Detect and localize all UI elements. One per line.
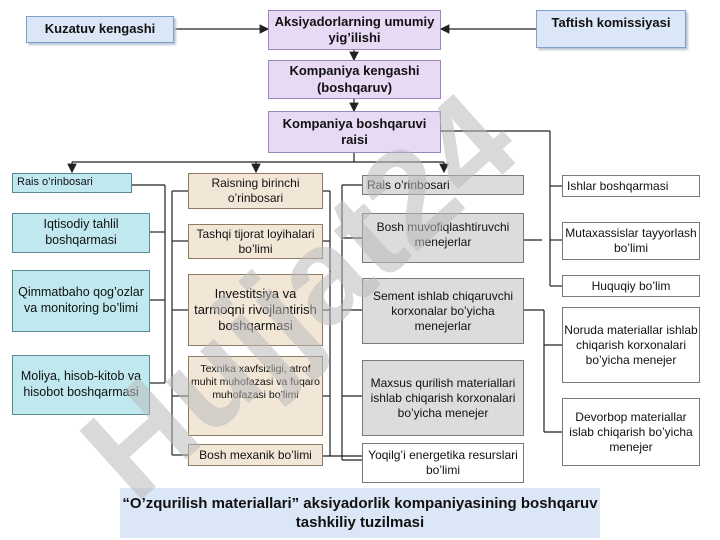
boshqaruv-raisi-box: Kompaniya boshqaruvi raisi (268, 111, 441, 153)
bosh-mexanik-label: Bosh mexanik bo’limi (199, 447, 312, 462)
noruda-menejer-box: Noruda materiallar ishlab chiqarish korx… (562, 307, 700, 383)
noruda-menejer-label: Noruda materiallar ishlab chiqarish korx… (564, 322, 698, 367)
rais-orinbosari-left-box: Rais o’rinbosari (12, 173, 132, 193)
sement-menejerlar-box: Sement ishlab chiqaruvchi korxonalar bo’… (362, 278, 524, 344)
mutaxassislar-box: Mutaxassislar tayyorlash bo’limi (562, 222, 700, 260)
maxsus-qurilish-label: Maxsus qurilish materiallari ishlab chiq… (370, 375, 516, 420)
aksiyadorlar-yigilishi-label: Aksiyadorlarning umumiy yig’ilishi (274, 13, 435, 45)
maxsus-qurilish-box: Maxsus qurilish materiallari ishlab chiq… (362, 360, 524, 436)
bosh-muvofiqlashtiruvchi-label: Bosh muvofiqlashtiruvchi menejerlar (376, 220, 510, 249)
bosh-mexanik-box: Bosh mexanik bo’limi (188, 444, 323, 466)
kuzatuv-kengashi-label: Kuzatuv kengashi (44, 21, 156, 37)
huquqiy-bolim-box: Huquqiy bo’lim (562, 275, 700, 297)
qimmatbaho-qogozlar-label: Qimmatbaho qog’ozlar va monitoring bo’li… (18, 285, 144, 315)
diagram-caption: “O’zqurilish materiallari” aksiyadorlik … (120, 488, 600, 538)
texnika-xavfsizligi-box: Texnika xavfsizligi, atrof muhit muhofaz… (188, 356, 323, 436)
kompaniya-kengashi-label: Kompaniya kengashi (boshqaruv) (289, 63, 420, 95)
rais-orinbosari-left-label: Rais o’rinbosari (17, 176, 93, 189)
qimmatbaho-qogozlar-box: Qimmatbaho qog’ozlar va monitoring bo’li… (12, 270, 150, 332)
devorbop-menejer-label: Devorbop materiallar islab chiqarish bo’… (569, 409, 693, 454)
investitsiya-box: Investitsiya va tarmoqni rivojlantirish … (188, 274, 323, 346)
tashqi-tijorat-box: Tashqi tijorat loyihalari bo’limi (188, 224, 323, 259)
boshqaruv-raisi-label: Kompaniya boshqaruvi raisi (282, 115, 427, 147)
iqtisodiy-tahlil-box: Iqtisodiy tahlil boshqarmasi (12, 213, 150, 253)
tashqi-tijorat-label: Tashqi tijorat loyihalari bo’limi (196, 226, 315, 256)
kompaniya-kengashi-box: Kompaniya kengashi (boshqaruv) (268, 60, 441, 99)
mutaxassislar-label: Mutaxassislar tayyorlash bo’limi (565, 226, 697, 255)
moliya-hisob-box: Moliya, hisob-kitob va hisobot boshqarma… (12, 355, 150, 415)
moliya-hisob-label: Moliya, hisob-kitob va hisobot boshqarma… (20, 369, 142, 399)
birinchi-orinbosar-label: Raisning birinchi o’rinbosari (211, 176, 300, 205)
rais-orinbosari-right-box: Rais o’rinbosari (362, 175, 524, 195)
huquqiy-bolim-label: Huquqiy bo’lim (591, 278, 671, 293)
devorbop-menejer-box: Devorbop materiallar islab chiqarish bo’… (562, 398, 700, 466)
aksiyadorlar-yigilishi-box: Aksiyadorlarning umumiy yig’ilishi (268, 10, 441, 50)
ishlar-boshqarmasi-label: Ishlar boshqarmasi (567, 178, 669, 193)
diagram-caption-text: “O’zqurilish materiallari” aksiyadorlik … (122, 494, 598, 532)
ishlar-boshqarmasi-box: Ishlar boshqarmasi (562, 175, 700, 197)
birinchi-orinbosar-box: Raisning birinchi o’rinbosari (188, 173, 323, 209)
kuzatuv-kengashi-box: Kuzatuv kengashi (26, 16, 174, 43)
taftish-komissiyasi-box: Taftish komissiyasi (536, 10, 686, 48)
investitsiya-label: Investitsiya va tarmoqni rivojlantirish … (194, 285, 317, 334)
yoqilgi-energetika-box: Yoqilg’i energetika resurslari bo’limi (362, 443, 524, 483)
texnika-xavfsizligi-label: Texnika xavfsizligi, atrof muhit muhofaz… (191, 363, 320, 402)
yoqilgi-energetika-label: Yoqilg’i energetika resurslari bo’limi (368, 448, 518, 477)
rais-orinbosari-right-label: Rais o’rinbosari (367, 177, 450, 192)
sement-menejerlar-label: Sement ishlab chiqaruvchi korxonalar bo’… (372, 288, 514, 333)
iqtisodiy-tahlil-label: Iqtisodiy tahlil boshqarmasi (43, 217, 119, 247)
bosh-muvofiqlashtiruvchi-box: Bosh muvofiqlashtiruvchi menejerlar (362, 213, 524, 263)
taftish-komissiyasi-label: Taftish komissiyasi (551, 15, 671, 30)
